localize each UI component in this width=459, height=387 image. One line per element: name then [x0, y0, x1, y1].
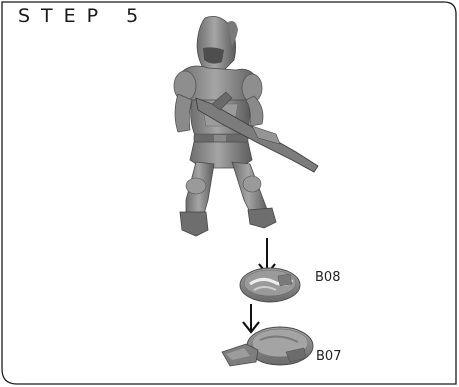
armored-trooper-with-rifle-miniature — [173, 15, 319, 237]
part-label-b08: B08 — [315, 270, 341, 285]
base-top-piece — [239, 267, 301, 303]
step-title: STEP 5 — [18, 5, 150, 27]
base-bottom-piece — [221, 326, 314, 367]
down-arrow-icon — [242, 304, 260, 334]
part-label-b07: B07 — [316, 349, 342, 364]
